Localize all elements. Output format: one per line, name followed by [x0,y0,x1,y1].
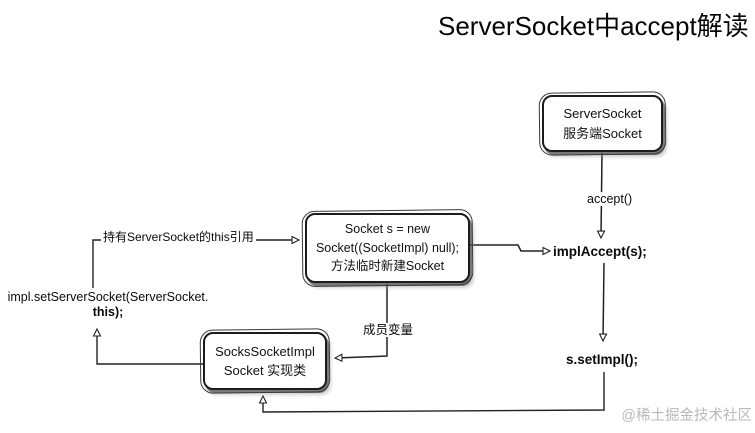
label-set-server-socket: impl.setServerSocket(ServerSocket. this)… [2,290,214,320]
label-implaccept-call: implAccept(s); [553,244,647,260]
edge-implaccept-to-setimpl [603,262,604,340]
label-this-reference: 持有ServerSocket的this引用 [101,230,256,245]
edge-membervar [336,284,388,358]
edge-socks-to-setserver [97,330,203,365]
edge-newsocket-to-implaccept [470,244,549,251]
page-title: ServerSocket中accept解读 [438,11,749,41]
label-set-server-socket-line2: this); [92,305,124,319]
node-serversocket-label: ServerSocket 服务端Socket [563,106,642,141]
node-sockssocketimpl: SocksSocketImpl Socket 实现类 [203,332,327,390]
node-new-socket-label: Socket s = new Socket((SocketImpl) null)… [315,221,460,274]
edge-thisref [92,240,298,288]
label-setimpl-call: s.setImpl(); [566,352,639,368]
node-serversocket: ServerSocket 服务端Socket [542,95,663,152]
node-sockssocketimpl-label: SocksSocketImpl Socket 实现类 [215,343,315,379]
edge-setimpl-to-socks [263,372,605,413]
node-new-socket: Socket s = new Socket((SocketImpl) null)… [305,213,470,283]
label-set-server-socket-line1: impl.setServerSocket(ServerSocket. [7,290,209,304]
watermark: @稀土掘金技术社区 [621,408,752,424]
label-accept-call: accept() [584,192,636,207]
label-member-variable: 成员变量 [361,323,416,338]
